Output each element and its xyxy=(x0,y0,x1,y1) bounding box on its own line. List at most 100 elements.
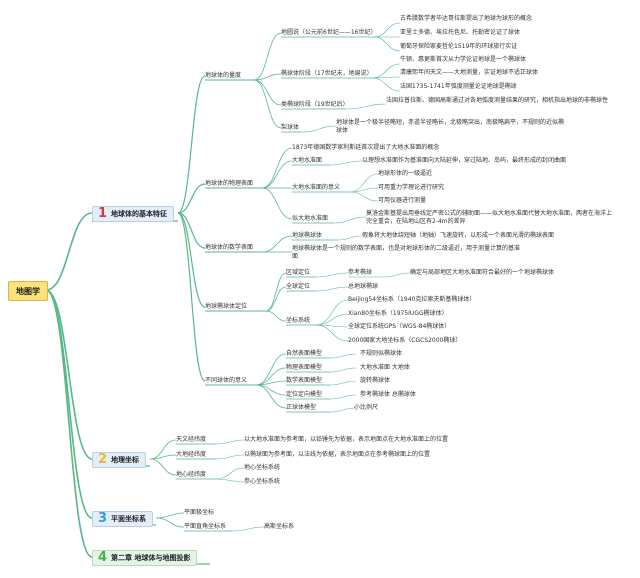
node-physical-model[interactable]: 物理表面模型 xyxy=(286,364,323,371)
node-round-earth-theory[interactable]: 地圆说（公元前6世纪——16世纪） xyxy=(281,29,377,36)
section-title: 第二章 地球体与地图投影 xyxy=(111,554,191,562)
connector-line xyxy=(215,478,245,483)
leaf-xian80: Xian80坐标系（1975IUGG椭球体） xyxy=(348,310,448,317)
connector-line xyxy=(45,289,93,460)
connector-line xyxy=(265,272,287,312)
connector-line xyxy=(255,353,287,386)
connector-line xyxy=(329,160,363,166)
section-number: 4 xyxy=(98,550,108,565)
node-ellipsoid-positioning[interactable]: 地球椭球体定位 xyxy=(205,303,248,310)
connector-line xyxy=(333,216,367,224)
node-geoid[interactable]: 大地水准面 xyxy=(292,157,323,164)
leaf-physical-model: 大地水准面 大地体 xyxy=(360,364,410,371)
leaf-best-fit: 确定与局部地区大地水准面符合最好的一个地球椭球体 xyxy=(410,269,555,276)
connector-line xyxy=(265,310,287,322)
node-natural-model[interactable]: 自然表面模型 xyxy=(286,350,323,357)
leaf-kangxi: 清康熙年间天文——大地测量，实证地球不适正球体 xyxy=(400,69,539,76)
leaf-natural-model: 不规则似椭球体 xyxy=(360,350,403,357)
node-geoid-significance[interactable]: 大地水准面的意义 xyxy=(292,184,341,191)
connector-line xyxy=(177,212,206,382)
connector-line xyxy=(215,467,245,480)
node-quasi-geoid[interactable]: 似大地水准面 xyxy=(292,215,329,222)
connector-line xyxy=(261,160,293,189)
node-geodetic-latlon[interactable]: 大地经纬度 xyxy=(176,451,207,458)
node-coordinate-systems[interactable]: 坐标系统 xyxy=(286,317,311,324)
node-math-surface[interactable]: 地球体的数学表面 xyxy=(205,244,254,251)
connector-line xyxy=(261,235,293,253)
connector-line xyxy=(177,212,206,308)
connector-line xyxy=(329,394,357,400)
connector-line xyxy=(253,79,282,106)
section-title: 平面坐标系 xyxy=(111,515,147,523)
leaf-geoid-definition: 以理想水准面作为基准面向大陆延伸，穿过陆地、岛屿，最终形成的封闭曲面 xyxy=(362,157,567,164)
node-regional-positioning[interactable]: 区域定位 xyxy=(286,269,311,276)
connector-line xyxy=(265,286,287,312)
leaf-laplace-gauss: 法国拉普拉斯、德国高斯通过对各地弧度测量结果的研究，相机指出地球的非椭球性 xyxy=(386,97,609,104)
connector-line xyxy=(349,187,379,193)
connector-line xyxy=(349,191,379,202)
connector-line xyxy=(349,173,379,193)
leaf-gauss-system: 高斯坐标系 xyxy=(264,523,295,530)
leaf-cgcs2000: 2000国家大地坐标系（CGCS2000椭球） xyxy=(348,337,462,344)
node-global-positioning[interactable]: 全球定位 xyxy=(286,283,311,290)
connector-line xyxy=(155,512,185,519)
leaf-positioning-model: 参考椭球体 总椭球体 xyxy=(360,391,416,398)
leaf-gps-wgs84: 全球定位系统GPS（WGS-84椭球体） xyxy=(348,323,451,330)
connector-line xyxy=(329,380,357,386)
section-title: 地理坐标 xyxy=(111,456,140,464)
connector-line xyxy=(149,458,177,476)
connector-line xyxy=(371,63,401,79)
node-reference-ellipsoid[interactable]: 参考椭球 xyxy=(348,269,373,276)
connector-line xyxy=(149,439,177,460)
node-earth-measure[interactable]: 地球体的量度 xyxy=(205,72,242,79)
section-number: 1 xyxy=(98,206,108,221)
node-math-model[interactable]: 数学表面模型 xyxy=(286,377,323,384)
connector-line xyxy=(45,289,93,558)
connector-line xyxy=(261,187,293,220)
node-earth-ellipsoid[interactable]: 地球椭球体 xyxy=(292,232,323,239)
connector-line xyxy=(177,183,206,214)
node-polar-coordinates[interactable]: 平面极坐标 xyxy=(184,509,215,516)
node-ellipsoid-stage[interactable]: 椭球体阶段（17世纪末，地扁说） xyxy=(281,70,373,77)
connector-line xyxy=(329,407,357,413)
connector-line xyxy=(45,212,93,291)
leaf-regular-surface: 地球椭球体是一个规则的数学表面，也是对地球形体的二级逼近，用于测量计算的基准面 xyxy=(292,245,521,260)
leaf-france-survey: 法国1735-1741年弧度测量论证地球是椭球 xyxy=(400,83,517,90)
node-cartesian-coordinates[interactable]: 平面直角坐标系 xyxy=(184,523,227,530)
connector-line xyxy=(371,77,401,92)
node-pear-shape[interactable]: 梨球体 xyxy=(281,124,300,131)
root-node[interactable]: 地图学 xyxy=(8,281,48,301)
connector-line xyxy=(373,36,401,52)
node-sphere-model[interactable]: 正球体模型 xyxy=(286,404,317,411)
connector-line xyxy=(255,384,287,409)
connector-line xyxy=(329,367,357,373)
leaf-gravity-theory: 可用重力学理论进行研究 xyxy=(378,184,445,191)
connector-line xyxy=(261,147,293,189)
node-astronomic-latlon[interactable]: 天文经纬度 xyxy=(176,436,207,443)
leaf-molodensky: 莫洛金斯基提出用垂线定严密公式的辅助面——似大地水准面代替大地水准面，两者在海洋… xyxy=(366,210,613,225)
node-sphere-significance[interactable]: 不同球体的意义 xyxy=(205,377,248,384)
leaf-reference-centric-system: 参心坐标系统 xyxy=(244,478,281,485)
connector-line xyxy=(337,235,363,241)
node-geocentric-latlon[interactable]: 地心经纬度 xyxy=(176,471,207,478)
leaf-first-approx: 地球形体的一级逼近 xyxy=(378,170,433,177)
connector-line xyxy=(149,454,177,460)
leaf-instrument-measure: 可用仪器进行测量 xyxy=(378,197,427,204)
leaf-rotation: 假象将大地体绕短轴（地轴）飞速旋转，以形成一个表面光滑的椭球表面 xyxy=(362,232,555,239)
connector-line xyxy=(253,32,282,81)
connector-line xyxy=(302,125,337,133)
leaf-aristotle: 亚里士多德、埃拉托色尼、托勒密论证了球体 xyxy=(400,29,521,36)
connector-line xyxy=(315,313,349,326)
node-quasi-ellipsoid-stage[interactable]: 类椭球阶段（19世纪后） xyxy=(281,101,349,108)
connector-line xyxy=(255,384,287,396)
leaf-beijing54: Beijing54坐标系（1940克拉索夫斯基椭球体） xyxy=(348,296,476,303)
node-positioning-model[interactable]: 定位定向模型 xyxy=(286,391,323,398)
leaf-sphere-model: 小比例尺 xyxy=(354,404,379,411)
leaf-listing-1873: 1873年德国数学家利斯廷首次提出了大地水准面的概念 xyxy=(292,144,440,151)
node-physical-surface[interactable]: 地球体的物理表面 xyxy=(205,180,254,187)
connector-line xyxy=(315,324,349,342)
